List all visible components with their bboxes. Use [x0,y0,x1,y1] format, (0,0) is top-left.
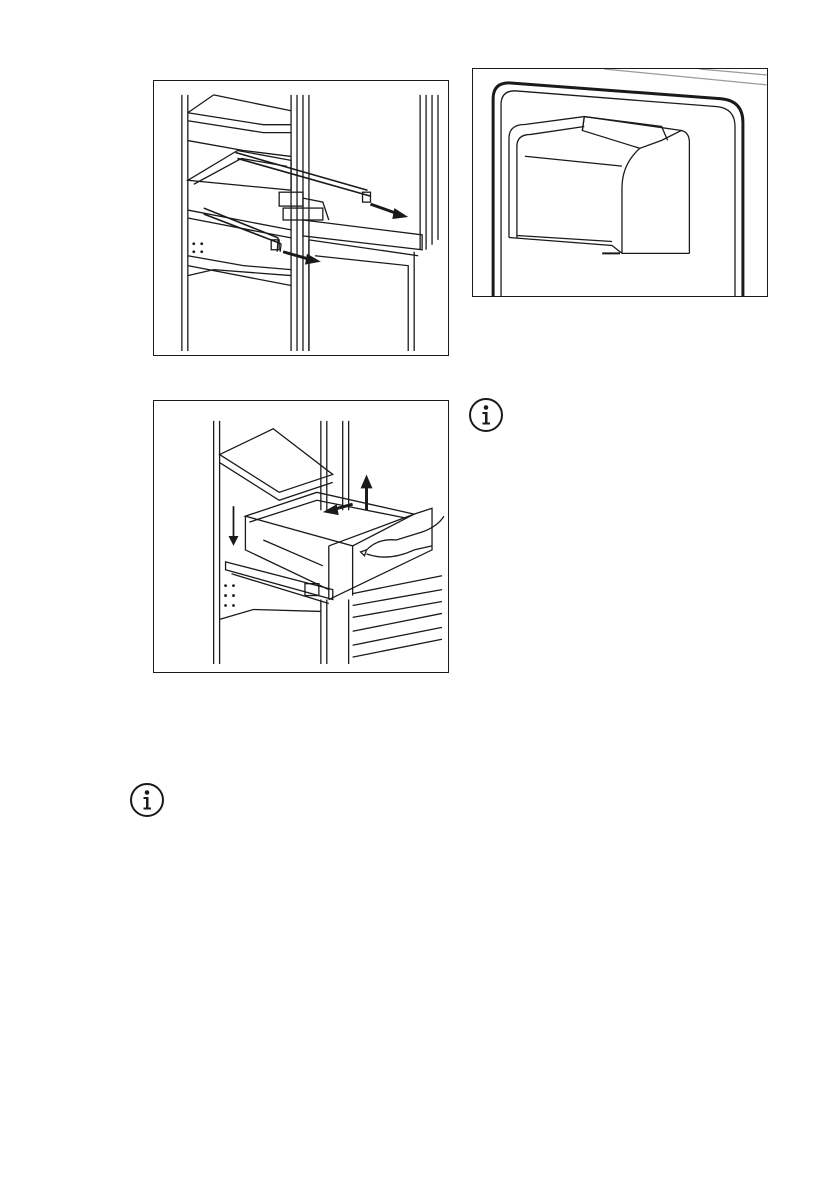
shelf-rail-removal-figure [153,80,449,356]
shelf-rail-removal-illustration [154,81,448,355]
info-icon [129,782,165,818]
info-icon [468,397,504,433]
drawer-removal-figure [153,400,449,673]
door-bin-figure [472,68,768,297]
door-bin-illustration [473,69,767,296]
drawer-removal-illustration [154,401,448,672]
